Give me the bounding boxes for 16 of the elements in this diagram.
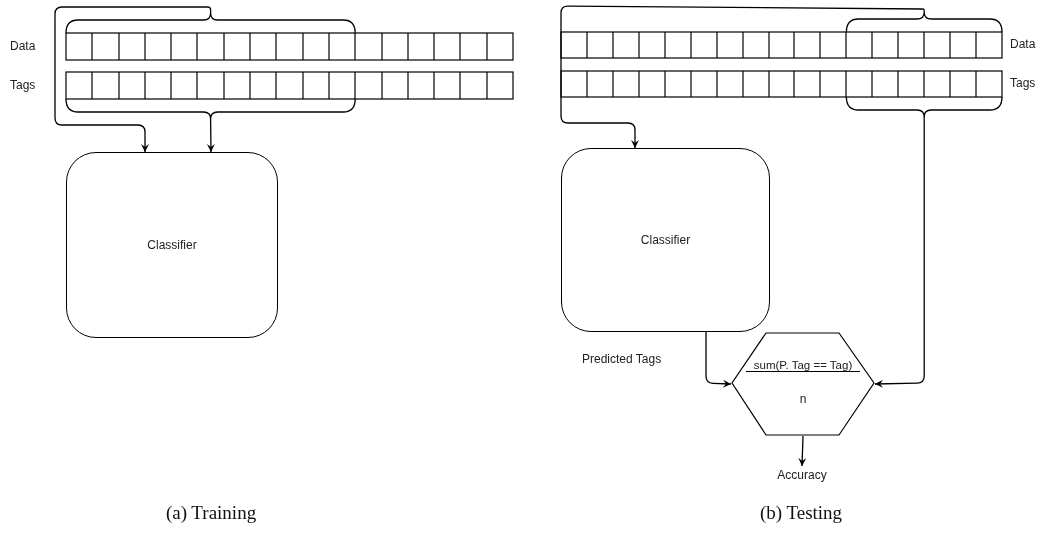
array-label: Tags bbox=[1010, 76, 1036, 90]
array-label: Data bbox=[1010, 37, 1036, 51]
output-label: Accuracy bbox=[760, 468, 844, 482]
process-box: Classifier bbox=[66, 152, 278, 338]
figure-caption: (b) Testing bbox=[758, 502, 844, 524]
arrow bbox=[798, 435, 807, 467]
arrow bbox=[65, 98, 356, 153]
array-label: Tags bbox=[10, 77, 36, 92]
process-box: Classifier bbox=[561, 148, 770, 332]
arrow bbox=[705, 331, 732, 388]
formula-numerator: sum(P. Tag == Tag) bbox=[746, 359, 860, 372]
arrow bbox=[54, 6, 356, 153]
edge-label: Predicted Tags bbox=[581, 352, 663, 366]
figure-caption: (a) Training bbox=[164, 502, 258, 524]
formula-denominator: n bbox=[798, 392, 808, 406]
array-label: Data bbox=[10, 38, 36, 53]
